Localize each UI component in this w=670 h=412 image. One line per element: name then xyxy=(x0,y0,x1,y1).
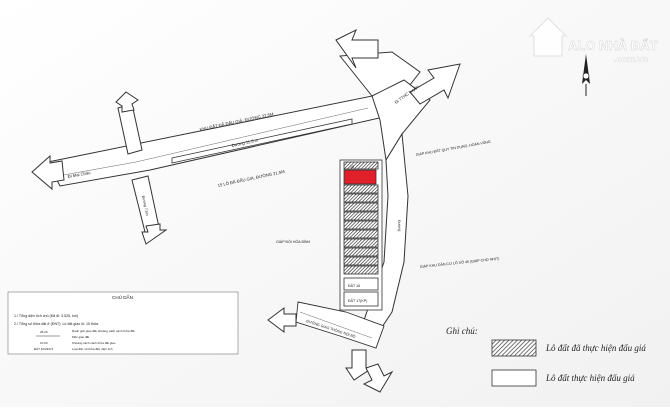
legend-line2: 2./ Tổng số thửa đất ở (ĐNT): Lô đất gia… xyxy=(14,322,98,326)
legend-item-1: Ranh giới giao đất, khoảng cách cạnh thử… xyxy=(72,329,135,333)
watermark: ALO NHÀ ĐẤT .com.vn xyxy=(529,17,658,64)
internal-road xyxy=(295,301,385,349)
north-arrow-icon xyxy=(582,54,590,96)
northeast-road xyxy=(339,51,431,331)
notes-panel: Ghi chú: Lô đất đã thực hiện đấu giá Lô … xyxy=(446,326,646,387)
label-boundary-center: GIÁP ĐỒI HÒA BÌNH xyxy=(276,239,310,244)
legend-item-3: Khoảng cách cạnh thửa đất giao xyxy=(72,341,116,345)
legend-line1: 1./ Tổng diện tích chủ (Đã đi: 3.525, km… xyxy=(14,314,78,318)
label-east-road: Đường xyxy=(397,220,401,231)
lot-tag-16: ĐẤT 16 xyxy=(348,284,360,288)
legend-item-4: Loại đất, số thửa đất, diện tích xyxy=(72,347,113,351)
arrow-south-2 xyxy=(362,363,394,393)
notes-item1: Lô đất đã thực hiện đấu giá xyxy=(545,343,646,353)
legend-sym-1: 25,00 xyxy=(40,330,48,334)
arrow-northeast xyxy=(409,63,461,105)
label-to-west: Đi Mai Châu xyxy=(67,170,91,179)
watermark-brand: ALO NHÀ ĐẤT xyxy=(568,38,658,53)
lot-highlighted xyxy=(343,169,377,185)
watermark-domain: .com.vn xyxy=(614,54,648,64)
lot-tag-17: ĐẤT 17(KP) xyxy=(348,299,367,303)
watermark-house-icon xyxy=(529,17,567,57)
notes-swatch-hatched xyxy=(491,339,537,357)
notes-swatch-empty xyxy=(491,369,537,387)
legend-item-2: Mốc giao đất xyxy=(72,335,89,339)
legend-sym-4: ĐẤT 16/29471 xyxy=(34,346,54,351)
notes-title: Ghi chú: xyxy=(446,326,478,336)
label-west-spur: Đường 7,5m xyxy=(141,195,149,216)
legend-sym-3: 10,00 xyxy=(40,341,48,345)
main-road xyxy=(47,95,389,187)
lot-tags: 15 ĐẤT 16 ĐẤT 17(KP) xyxy=(348,165,367,303)
legend-box: CHÚ DẪN 1./ Tổng diện tích chủ (Đã đi: 3… xyxy=(7,291,239,355)
legend-title: CHÚ DẪN xyxy=(112,294,133,300)
road-arrows xyxy=(31,28,461,393)
arrow-north xyxy=(335,28,379,69)
lot-tag-top: 15 xyxy=(350,165,354,169)
arrow-sw-spur xyxy=(141,223,168,245)
notes-item2: Lô đất thực hiện đấu giá xyxy=(545,373,635,383)
arrow-west xyxy=(31,154,65,191)
lot-strip xyxy=(339,159,383,311)
label-center-road: Đường 11,5 m xyxy=(231,137,259,148)
arrow-nw-spur xyxy=(115,91,139,113)
